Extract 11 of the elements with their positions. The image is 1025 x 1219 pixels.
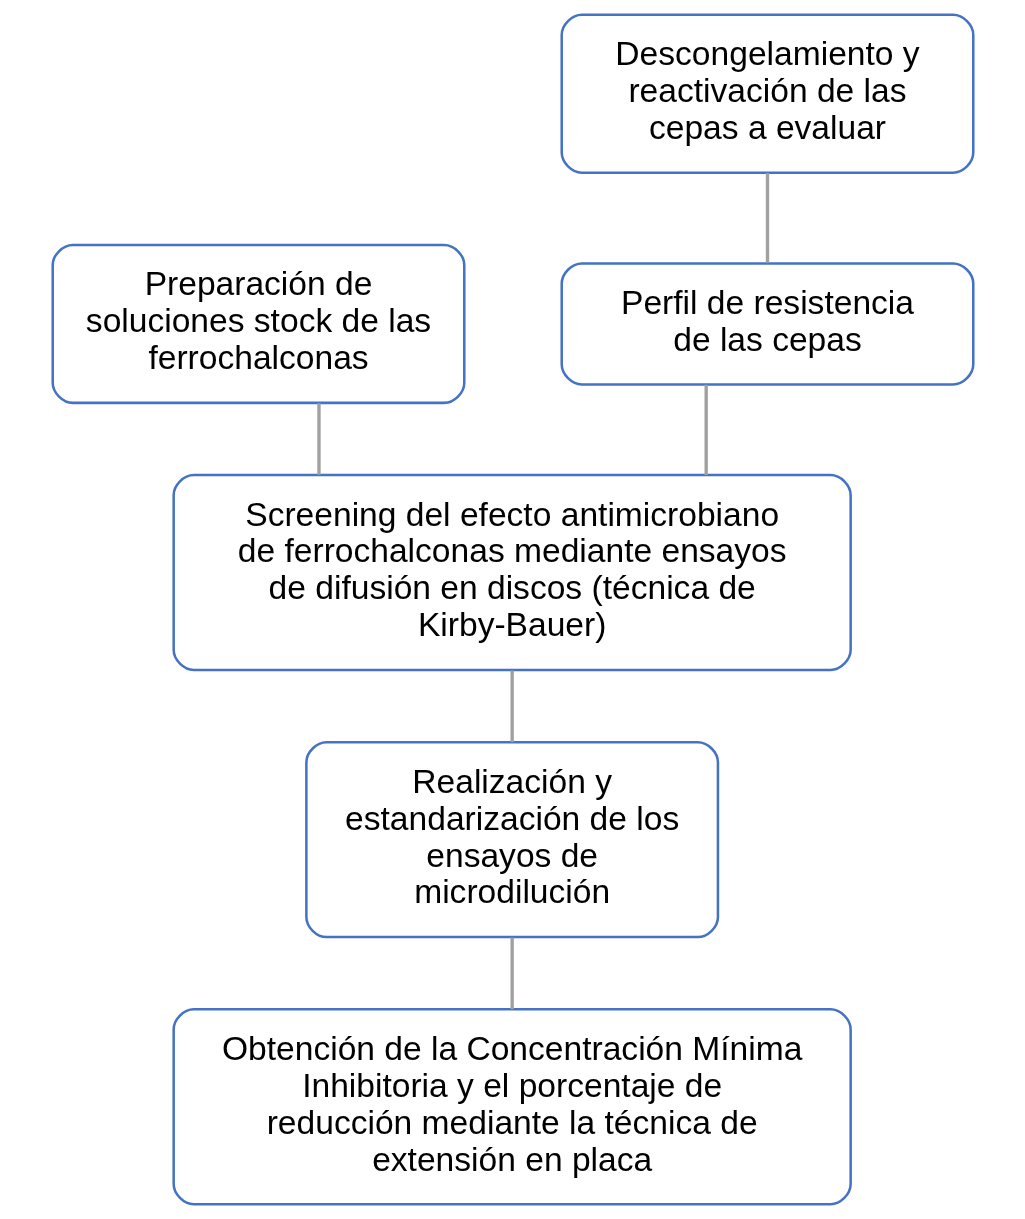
node-box: Realización y estandarización de los ensayos de microdilución <box>304 740 719 939</box>
node-box: Preparación de soluciones stock de las ferrochalconas <box>50 243 466 405</box>
connector <box>510 937 514 1010</box>
connector <box>765 173 769 263</box>
node-box: Screening del efecto antimicrobiano de ferrochalconas mediante ensayos de difusión en discos (técnica de Kirby-Bauer) <box>171 473 852 672</box>
connector <box>510 670 514 743</box>
node-box: Perfil de resistencia de las cepas <box>559 262 975 386</box>
node-box: Descongelamiento y reactivación de las cepas a evaluar <box>559 13 975 174</box>
node-box: Obtención de la Concentración Mínima Inhibitoria y el porcentaje de reducción mediante la técnica de extensión en placa <box>171 1008 852 1206</box>
connector <box>316 403 321 475</box>
connector <box>704 384 708 476</box>
